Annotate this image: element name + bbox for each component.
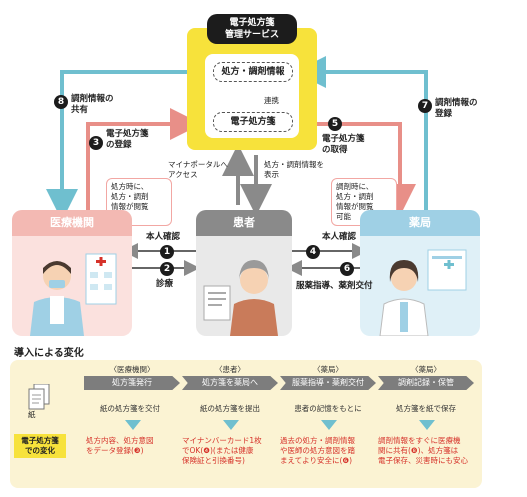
step-3-badge: 3 (89, 136, 103, 150)
clinic-callout-line2: 処方・調剤 (111, 192, 149, 201)
patient-header: 患者 (196, 210, 292, 236)
step-7-badge: 7 (418, 99, 432, 113)
stage-1-new: 処方内容、処方意図 をデータ登録(❸) (86, 436, 182, 456)
stage-2-new-line1: マイナンバーカード1枚 (182, 436, 262, 445)
stage-3-title: 服薬指導・薬剤交付 (280, 376, 376, 390)
erx-change-line1: 電子処方箋 (21, 436, 59, 445)
pharmacy-callout-line4: 可能 (336, 212, 351, 221)
stage-2-down-arrow (223, 420, 239, 430)
step-1-label: 本人確認 (146, 232, 181, 242)
stage-3-new-line1: 過去の処方・調剤情報 (280, 436, 355, 445)
pharmacy-callout-line1: 調剤時に、 (336, 182, 374, 191)
stage-2-new-line3: 保険証と引換番号) (182, 456, 245, 465)
stage-1-down-arrow (125, 420, 141, 430)
stage-3-new-line2: や医師の処方意図を踏 (280, 446, 355, 455)
stage-2-category: 〈患者〉 (215, 365, 245, 374)
step-5-line1: 電子処方箋 (322, 134, 365, 144)
arrow-get-prescription (316, 122, 416, 216)
step-5-line2: の取得 (322, 145, 348, 155)
step-5-label: 電子処方箋 の取得 (322, 134, 365, 156)
pharmacy-callout-line3: 情報が閲覧 (336, 202, 374, 211)
clinic-callout-line3: 情報が閲覧 (111, 202, 149, 211)
portal-access-line2: アクセス (168, 170, 198, 179)
stage-2-old: 紙の処方箋を提出 (200, 404, 260, 413)
stage-4-title: 調剤記録・保管 (378, 376, 474, 390)
portal-access-line1: マイナポータルへ (168, 160, 228, 169)
service-info-label: 処方・調剤情報 (213, 62, 293, 82)
service-rx-label: 電子処方箋 (213, 112, 293, 132)
stage-2-title: 処方箋を薬局へ (182, 376, 278, 390)
service-title: 電子処方箋 管理サービス (207, 14, 297, 44)
stage-3-old: 患者の記憶をもとに (294, 404, 362, 413)
stage-1-category: 〈医療機関〉 (109, 365, 155, 374)
stage-1-title: 処方箋発行 (84, 376, 180, 390)
service-title-line1: 電子処方箋 (229, 18, 275, 28)
arrow-register-dispensing (294, 56, 428, 210)
stage-3-new: 過去の処方・調剤情報 や医師の処方意図を踏 まえてより安全に(❻) (280, 436, 380, 466)
step-8-badge: 8 (54, 95, 68, 109)
step-3-line2: の登録 (106, 140, 132, 150)
arrow-register-prescription (86, 108, 202, 210)
portal-access-label: マイナポータルへ アクセス (168, 160, 228, 180)
changes-heading: 導入による変化 (14, 348, 84, 359)
step-8-line1: 調剤情報の (71, 94, 114, 104)
view-info-line1: 処方・調剤情報を (264, 160, 324, 169)
step-8-line2: 共有 (71, 105, 89, 115)
step-2-badge: 2 (160, 262, 174, 276)
pharmacy-panel: 薬局 (360, 210, 480, 336)
patient-panel: 患者 (196, 210, 292, 336)
erx-change-line2: での変化 (25, 446, 55, 455)
stage-1-new-line2: をデータ登録(❸) (86, 446, 144, 455)
stage-4-new-line2: 関に共有(❽)、処方箋は (378, 446, 459, 455)
stage-4-category: 〈薬局〉 (411, 365, 441, 374)
step-8-label: 調剤情報の 共有 (71, 94, 114, 116)
step-7-line2: 登録 (435, 109, 453, 119)
step-4-badge: 4 (306, 245, 320, 259)
stage-1-old: 紙の処方箋を交付 (100, 404, 160, 413)
view-info-label: 処方・調剤情報を 表示 (264, 160, 324, 180)
stage-3-new-line3: まえてより安全に(❻) (280, 456, 353, 465)
stage-2-new-line2: でOK(❹)(または健康 (182, 446, 254, 455)
view-info-line2: 表示 (264, 170, 279, 179)
erx-change-label: 電子処方箋 での変化 (14, 434, 66, 458)
stage-3-category: 〈薬局〉 (313, 365, 343, 374)
paper-label: 紙 (28, 410, 36, 419)
stage-4-down-arrow (419, 420, 435, 430)
step-7-line1: 調剤情報の (435, 98, 478, 108)
clinic-callout-line1: 処方時に、 (111, 182, 149, 191)
pharmacy-header: 薬局 (360, 210, 480, 236)
step-1-badge: 1 (160, 245, 174, 259)
clinic-panel: 医療機関 (12, 210, 132, 336)
stage-1-new-line1: 処方内容、処方意図 (86, 436, 154, 445)
step-3-label: 電子処方箋 の登録 (106, 129, 149, 151)
step-6-label: 服薬指導、薬剤交付 (296, 281, 373, 291)
stage-4-new-line3: 電子保存、災害時にも安心 (378, 456, 468, 465)
patient-illustration (203, 260, 278, 336)
paper-docs-icon (28, 383, 50, 410)
arrow-share-dispensing (46, 70, 200, 221)
pharmacist-illustration (379, 249, 467, 336)
pharmacy-callout-line2: 処方・調剤 (336, 192, 374, 201)
stage-4-new-line1: 調剤情報をすぐに医療機 (378, 436, 461, 445)
service-link-label: 連携 (264, 96, 279, 105)
step-4-label: 本人確認 (322, 232, 357, 242)
service-title-line2: 管理サービス (224, 30, 279, 40)
step-6-badge: 6 (340, 262, 354, 276)
step-3-line1: 電子処方箋 (106, 129, 149, 139)
stage-4-old: 処方箋を紙で保存 (396, 404, 456, 413)
doctor-illustration (30, 253, 117, 336)
stage-3-down-arrow (321, 420, 337, 430)
step-5-badge: 5 (328, 117, 342, 131)
step-7-label: 調剤情報の 登録 (435, 98, 478, 120)
clinic-header: 医療機関 (12, 210, 132, 236)
step-2-label: 診療 (156, 279, 174, 289)
stage-2-new: マイナンバーカード1枚 でOK(❹)(または健康 保険証と引換番号) (182, 436, 282, 466)
stage-4-new: 調剤情報をすぐに医療機 関に共有(❽)、処方箋は 電子保存、災害時にも安心 (378, 436, 480, 466)
